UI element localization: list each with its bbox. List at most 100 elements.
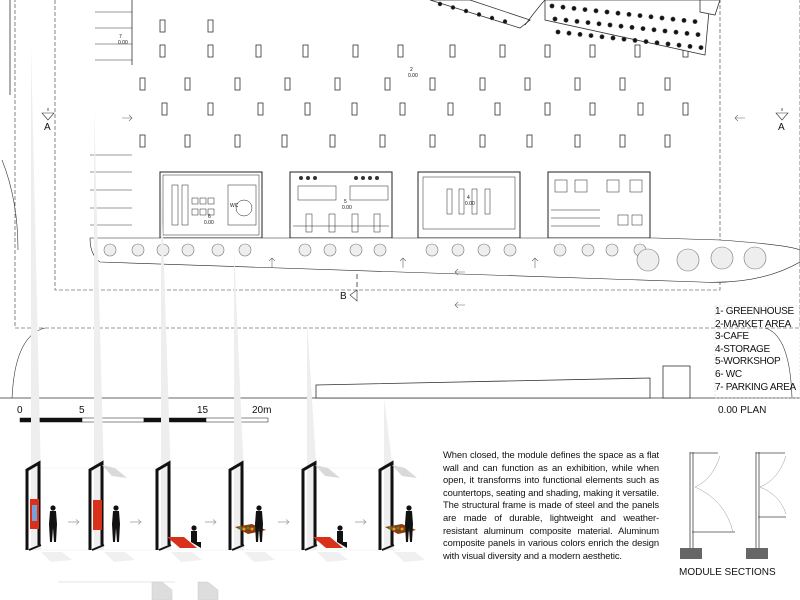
legend-item: 6- WC [715, 368, 742, 380]
site-plan [0, 0, 800, 423]
arrow-right-icon [205, 519, 217, 525]
scale-label: 0 [17, 405, 23, 416]
area-number: 5 [344, 199, 347, 205]
shrub-icon [298, 243, 312, 257]
building-cafe [547, 171, 651, 239]
person-icon [191, 525, 197, 531]
module-detail-partial [58, 581, 219, 600]
scale-label: 15 [197, 405, 209, 416]
market-stall [352, 44, 359, 58]
tree-strips [429, 0, 721, 56]
market-stall [634, 44, 641, 58]
plan-title: 0.00 PLAN [718, 405, 767, 416]
site-boundary [14, 0, 800, 329]
legend-item: 2-MARKET AREA [715, 318, 791, 330]
market-stall [544, 102, 551, 116]
market-stall [574, 134, 581, 148]
market-stall [329, 134, 336, 148]
market-stall [447, 102, 454, 116]
legend-item: 4-STORAGE [715, 343, 770, 355]
market-stall [397, 44, 404, 58]
level-marker: 0.00 [118, 40, 128, 46]
market-stall [161, 102, 168, 116]
footing [746, 548, 768, 559]
arrow-right-icon [278, 519, 290, 525]
scale-label: 20m [252, 405, 272, 416]
market-stall [384, 77, 391, 91]
section-b-label: B [340, 291, 347, 302]
market-stall [526, 134, 533, 148]
market-stall [302, 44, 309, 58]
market-stall [159, 44, 166, 58]
person-icon [50, 505, 56, 511]
market-stall [139, 134, 146, 148]
market-stall [234, 77, 241, 91]
section-a-label-right: A [778, 122, 785, 133]
shrub-icon [211, 243, 225, 257]
area-number: 7 [119, 34, 122, 40]
market-stall [159, 19, 166, 33]
shrub-icon [451, 243, 465, 257]
market-stall [379, 134, 386, 148]
section-b-marker [349, 289, 358, 302]
legend-item: 1- GREENHOUSE [715, 306, 794, 317]
market-stall [429, 77, 436, 91]
market-stall [544, 44, 551, 58]
shrub-icon [605, 243, 619, 257]
market-stall [524, 77, 531, 91]
market-stall [619, 77, 626, 91]
market-stall [304, 102, 311, 116]
shrub-icon [323, 243, 337, 257]
person-icon [337, 525, 343, 531]
market-stall [499, 44, 506, 58]
arrow-right-icon [355, 519, 367, 525]
market-stalls [139, 19, 689, 148]
level-marker: 0.00 [204, 220, 214, 226]
legend: 1- GREENHOUSE 2-MARKET AREA 3-CAFE 4-STO… [715, 306, 796, 394]
legend-item: 5-WORKSHOP [715, 356, 781, 368]
market-stall [255, 44, 262, 58]
shrubs [103, 243, 767, 272]
level-marker: 0.00 [342, 205, 352, 211]
market-stall [429, 134, 436, 148]
market-stall [479, 77, 486, 91]
module-description: When closed, the module defines the spac… [443, 449, 659, 561]
market-stall [589, 44, 596, 58]
market-stall [207, 102, 214, 116]
wc-sign: WC [230, 203, 239, 209]
market-stall [281, 134, 288, 148]
market-stall [399, 102, 406, 116]
person-icon [256, 505, 262, 511]
module-sections-title: MODULE SECTIONS [679, 567, 776, 578]
shrub-icon [477, 243, 491, 257]
market-stall [637, 102, 644, 116]
market-stall [494, 102, 501, 116]
market-stall [682, 102, 689, 116]
arrow-right-icon [130, 519, 142, 525]
section-a-marker-left [41, 112, 55, 121]
shrub-icon [743, 246, 767, 270]
shrub-icon [156, 243, 170, 257]
building-wc [159, 171, 263, 239]
arrow-right-icon [68, 519, 80, 525]
market-stall [351, 102, 358, 116]
market-stall [589, 102, 596, 116]
building-storage [417, 171, 521, 239]
area-number: 4 [467, 195, 470, 201]
legend-item: 7- PARKING AREA [715, 381, 796, 393]
adjacent-building [315, 377, 651, 399]
market-stall [619, 134, 626, 148]
shrub-icon [103, 243, 117, 257]
level-marker: 0.00 [465, 201, 475, 207]
market-stall [574, 77, 581, 91]
section-a-marker-right [775, 112, 789, 121]
market-stall [207, 19, 214, 33]
market-stall [284, 77, 291, 91]
market-stall [449, 44, 456, 58]
market-stall [664, 77, 671, 91]
market-stall [184, 77, 191, 91]
shrub-icon [553, 243, 567, 257]
shrub-icon [710, 246, 734, 270]
footing [680, 548, 702, 559]
shrub-icon [373, 243, 387, 257]
